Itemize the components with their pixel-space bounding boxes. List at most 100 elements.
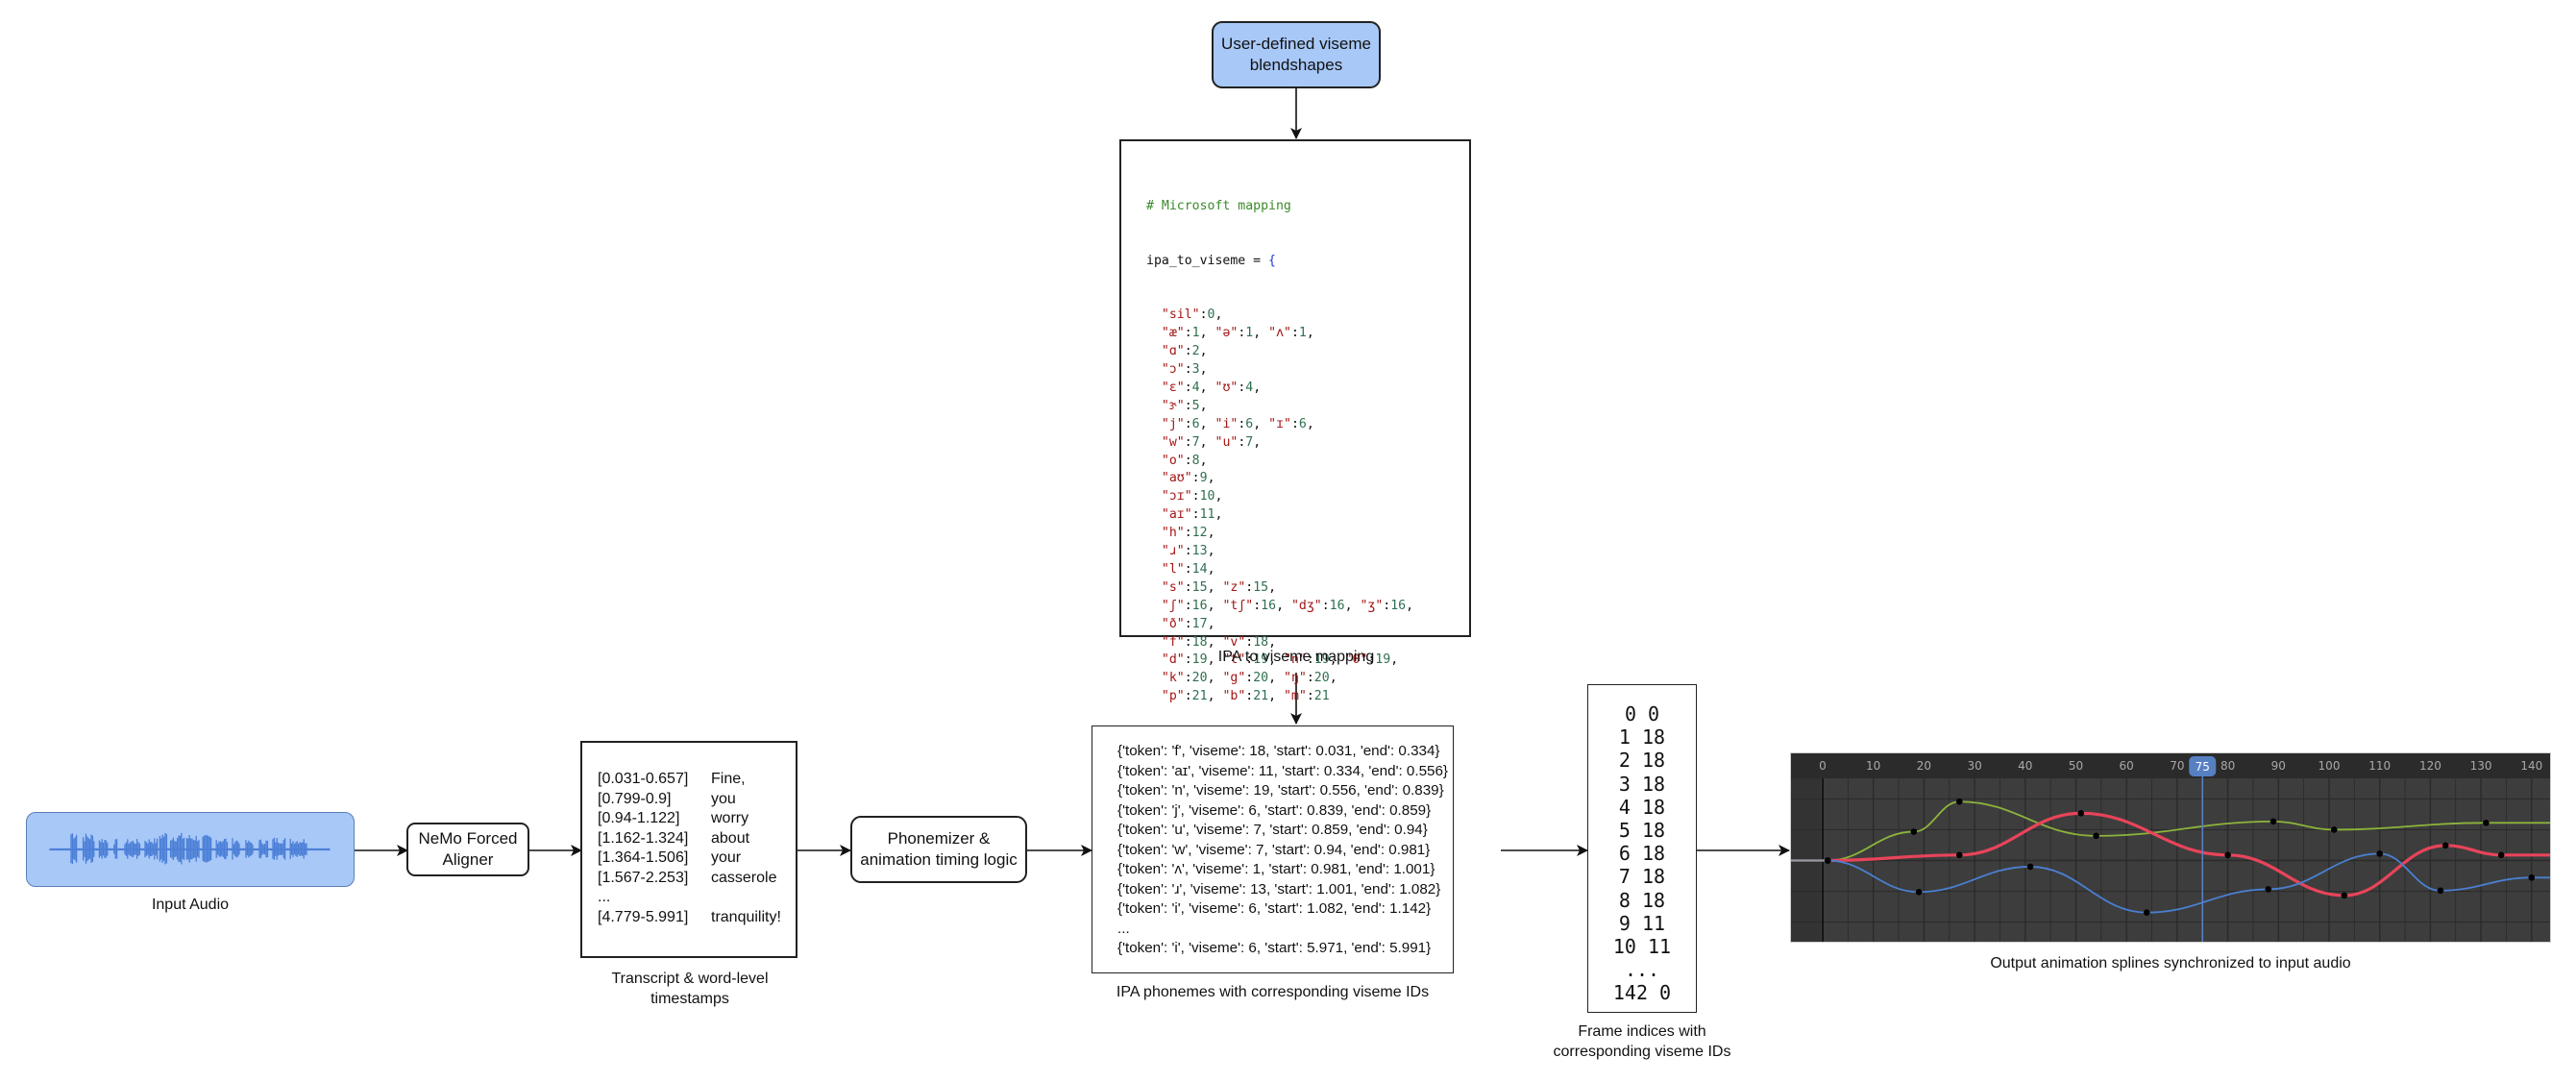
frame-row: ...: [1624, 958, 1660, 982]
keyframe-blue[interactable]: [2143, 909, 2150, 916]
code-line: "s":15, "z":15,: [1161, 579, 1277, 595]
ipa-symbol: "ʊ": [1214, 380, 1239, 395]
ipa-symbol: "f": [1161, 634, 1185, 650]
viseme-id: 19: [1313, 652, 1330, 668]
frame-tick-label: 140: [2520, 759, 2542, 773]
keyframe-blue[interactable]: [2265, 886, 2272, 893]
nemo-forced-aligner-node: NeMo Forced Aligner: [406, 823, 529, 876]
keyframe-green[interactable]: [1955, 798, 1963, 805]
playhead-handle[interactable]: [2189, 756, 2217, 776]
ipa-symbol: "ɝ": [1161, 398, 1185, 413]
blendshapes-label-line2: blendshapes: [1249, 56, 1343, 74]
keyframe-green[interactable]: [2269, 818, 2277, 825]
viseme-id: 20: [1191, 671, 1208, 686]
frame-row: 3 18: [1618, 772, 1666, 796]
spline-green[interactable]: [1828, 800, 2551, 862]
keyframe-blue[interactable]: [2026, 863, 2034, 871]
code-open-brace: {: [1268, 253, 1276, 268]
code-line: "k":20, "g":20, "ŋ":20,: [1161, 671, 1337, 686]
ipa-symbol: "aʊ": [1161, 471, 1192, 486]
keyframe-blue[interactable]: [2376, 850, 2383, 857]
keyframe-green[interactable]: [2483, 820, 2490, 826]
code-comment: # Microsoft mapping: [1146, 198, 1291, 213]
word-timestamp: [1.567-2.253]: [598, 869, 689, 886]
code-line: "ɹ":13,: [1161, 544, 1215, 559]
keyframe-red[interactable]: [2224, 851, 2231, 859]
frame-row: 142 0: [1612, 981, 1672, 1005]
keyframe-green[interactable]: [1910, 828, 1918, 835]
transcript-row: [0.799-0.9] you: [598, 790, 781, 810]
nemo-label-line1: NeMo Forced: [418, 829, 518, 848]
frame-tick-label: 110: [2368, 759, 2391, 773]
word-text: tranquility!: [711, 908, 781, 925]
keyframe-red[interactable]: [2341, 892, 2348, 899]
viseme-id: 17: [1191, 616, 1208, 631]
viseme-id: 13: [1191, 544, 1208, 559]
viseme-id: 3: [1191, 361, 1200, 377]
word-text: about: [711, 829, 750, 847]
frame-ruler[interactable]: [1790, 752, 2551, 778]
viseme-id: 10: [1199, 489, 1215, 504]
word-timestamp: [0.799-0.9]: [598, 790, 672, 807]
keyframe-blue[interactable]: [1824, 857, 1831, 864]
code-line: "w":7, "u":7,: [1161, 434, 1262, 450]
frame-tick-label: 30: [1967, 759, 1981, 773]
frame-tick-label: 80: [2220, 759, 2235, 773]
code-line: "æ":1, "ə":1, "ʌ":1,: [1161, 326, 1314, 341]
ipa-symbol: "o": [1161, 453, 1185, 468]
viseme-id: 20: [1253, 671, 1269, 686]
viseme-id: 15: [1191, 579, 1208, 595]
keyframe-blue[interactable]: [1915, 888, 1923, 896]
viseme-id: 12: [1191, 526, 1208, 541]
keyframe-red[interactable]: [1955, 851, 1963, 859]
ipa-symbol: "ɹ": [1161, 544, 1185, 559]
keyframe-blue[interactable]: [2528, 874, 2536, 881]
nemo-label-line2: Aligner: [442, 850, 494, 869]
word-timestamp: [0.94-1.122]: [598, 810, 680, 826]
word-text: casserole: [711, 869, 777, 886]
viseme-id: 16: [1261, 598, 1277, 613]
keyframe-red[interactable]: [2497, 851, 2505, 859]
frame-tick-label: 60: [2120, 759, 2134, 773]
viseme-id: 21: [1313, 689, 1330, 704]
frame-tick-label: 120: [2419, 759, 2441, 773]
phoneme-row: {'token': 'ɹ', 'viseme': 13, 'start': 1.…: [1117, 880, 1441, 898]
keyframe-red[interactable]: [2441, 842, 2449, 849]
ipa-symbol: "s": [1161, 579, 1185, 595]
keyframe-blue[interactable]: [2437, 887, 2444, 895]
spline-blue[interactable]: [1828, 852, 2551, 914]
ipa-symbol: "l": [1161, 561, 1185, 577]
spline-red[interactable]: [1828, 811, 2551, 898]
frame-row: 9 11: [1618, 911, 1666, 935]
viseme-id: 21: [1191, 689, 1208, 704]
code-line: "o":8,: [1161, 453, 1208, 468]
ipa-symbol: "ʌ": [1268, 326, 1291, 341]
frame-row: 7 18: [1618, 865, 1666, 889]
waveform-icon: [49, 832, 331, 865]
word-timestamp: ...: [598, 889, 611, 905]
viseme-id: 0: [1207, 307, 1215, 323]
ipa-symbol: "æ": [1161, 326, 1185, 341]
phoneme-row: {'token': 'i', 'viseme': 6, 'start': 1.0…: [1117, 900, 1432, 917]
keyframe-green[interactable]: [2093, 832, 2099, 840]
frame-row: 5 18: [1618, 819, 1666, 843]
code-line: "p":21, "b":21, "m":21: [1161, 689, 1330, 704]
keyframe-green[interactable]: [2330, 826, 2338, 833]
frame-row: 10 11: [1612, 935, 1672, 959]
transcript-row: [4.779-5.991]tranquility!: [598, 908, 781, 928]
code-line: "sil":0,: [1161, 307, 1223, 323]
ipa-symbol: "aɪ": [1161, 507, 1192, 523]
ipa-symbol: "u": [1214, 434, 1239, 450]
keyframe-red[interactable]: [2077, 810, 2085, 817]
word-text: you: [711, 790, 736, 807]
viseme-id: 8: [1191, 453, 1200, 468]
graph-border: [1790, 752, 2551, 943]
viseme-id: 9: [1199, 471, 1208, 486]
ipa-symbol: "ʒ": [1360, 598, 1384, 613]
viseme-id: 16: [1191, 598, 1208, 613]
ipa-symbol: "ð": [1161, 616, 1185, 631]
output-caption: Output animation splines synchronized to…: [1990, 955, 2351, 971]
frame-row: 1 18: [1618, 725, 1666, 750]
